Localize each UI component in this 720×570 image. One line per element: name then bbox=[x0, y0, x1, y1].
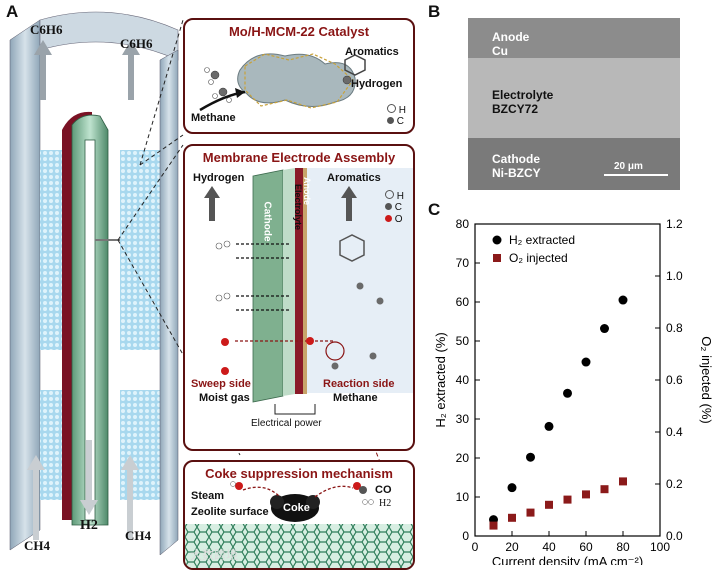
mea-hydrogen: Hydrogen bbox=[193, 172, 245, 184]
label-ch4-left: CH4 bbox=[24, 538, 50, 553]
catalyst-legend-h: H bbox=[387, 104, 406, 116]
point-h2-extracted bbox=[526, 452, 535, 462]
sem-scale-bar bbox=[604, 174, 668, 176]
catalyst-hydrogen: Hydrogen bbox=[351, 78, 403, 90]
watermark: 大数跨境 bbox=[190, 548, 239, 562]
point-h2-extracted bbox=[507, 483, 517, 493]
y-left-tick-label: 10 bbox=[456, 490, 470, 504]
point-h2-extracted bbox=[600, 324, 609, 334]
coke-illustration bbox=[185, 481, 413, 568]
point-o2-injected bbox=[489, 521, 498, 530]
y-right-axis-label: O₂ injected (%) bbox=[699, 336, 714, 423]
mea-aromatics: Aromatics bbox=[327, 172, 381, 184]
mea-legend-c: C bbox=[385, 202, 402, 213]
x-tick-label: 80 bbox=[616, 540, 630, 554]
mea-anode-label: Anode bbox=[302, 177, 312, 205]
panel-label-a: A bbox=[6, 2, 19, 21]
coke-zeolite: Zeolite surface bbox=[191, 506, 269, 518]
point-o2-injected bbox=[563, 495, 572, 504]
y-right-tick-label: 0.4 bbox=[666, 425, 683, 439]
legend-marker-h2 bbox=[492, 235, 502, 245]
mea-electrical-power: Electrical power bbox=[251, 418, 322, 429]
panel-label-c: C bbox=[428, 200, 441, 219]
y-left-tick-label: 70 bbox=[456, 256, 470, 270]
sem-cathode-layer bbox=[468, 138, 680, 190]
point-o2-injected bbox=[600, 485, 609, 494]
x-tick-label: 0 bbox=[472, 540, 479, 554]
legend-label: H₂ extracted bbox=[509, 233, 575, 247]
label-c6h6-left: C6H6 bbox=[30, 22, 63, 37]
y-left-axis-label: H₂ extracted (%) bbox=[433, 332, 448, 427]
sem-anode-layer bbox=[468, 18, 680, 58]
x-tick-label: 40 bbox=[542, 540, 556, 554]
y-left-tick-label: 30 bbox=[456, 412, 470, 426]
coke-steam: Steam bbox=[191, 490, 225, 502]
point-o2-injected bbox=[545, 500, 553, 509]
point-h2-extracted bbox=[581, 357, 591, 367]
coke-label: Coke bbox=[283, 502, 310, 514]
mea-sweep-side: Sweep side bbox=[191, 378, 251, 390]
mea-cathode-label: Cathode bbox=[261, 201, 273, 242]
zeolite-cage-illustration bbox=[199, 53, 366, 112]
catalyst-methane: Methane bbox=[191, 112, 236, 124]
mea-box: Membrane Electrode Assembly Hydrogen Aro… bbox=[183, 144, 415, 451]
point-o2-injected bbox=[582, 490, 590, 499]
label-ch4-right: CH4 bbox=[125, 528, 151, 543]
y-left-tick-label: 40 bbox=[456, 373, 470, 387]
label-h2-center: H2 bbox=[80, 518, 98, 533]
legend-label: O₂ injected bbox=[509, 251, 568, 265]
point-o2-injected bbox=[508, 513, 516, 522]
mea-legend-o: O bbox=[385, 214, 403, 225]
coke-h2: H2 bbox=[379, 498, 392, 509]
legend-marker-o2 bbox=[493, 254, 501, 262]
y-left-tick-label: 0 bbox=[462, 529, 469, 543]
y-left-tick-label: 50 bbox=[456, 334, 470, 348]
y-right-tick-label: 1.0 bbox=[666, 269, 683, 283]
catalyst-title: Mo/H-MCM-22 Catalyst bbox=[228, 24, 370, 39]
point-h2-extracted bbox=[563, 388, 572, 398]
point-o2-injected bbox=[619, 477, 627, 486]
y-right-tick-label: 0.0 bbox=[666, 529, 683, 543]
mea-legend-h: H bbox=[385, 190, 404, 202]
sem-electrolyte-layer bbox=[468, 58, 680, 138]
catalyst-box: Mo/H-MCM-22 Catalyst Aromatics Hydrogen … bbox=[183, 18, 415, 134]
x-tick-label: 100 bbox=[650, 540, 670, 554]
y-left-tick-label: 80 bbox=[456, 217, 470, 231]
point-o2-injected bbox=[526, 508, 535, 517]
y-right-tick-label: 0.8 bbox=[666, 321, 683, 335]
catalyst-legend-c: C bbox=[387, 116, 404, 127]
catalyst-aromatics: Aromatics bbox=[345, 46, 399, 58]
coke-title: Coke suppression mechanism bbox=[205, 466, 393, 481]
y-left-tick-label: 20 bbox=[456, 451, 470, 465]
point-h2-extracted bbox=[618, 295, 628, 305]
mea-title: Membrane Electrode Assembly bbox=[202, 150, 396, 165]
coke-box: Coke suppression mechanism Steam CO H2 Z… bbox=[183, 460, 415, 570]
point-h2-extracted bbox=[544, 421, 554, 431]
mea-illustration bbox=[204, 168, 413, 415]
y-right-tick-label: 0.2 bbox=[666, 477, 683, 491]
mea-moist-gas: Moist gas bbox=[199, 392, 250, 404]
label-c6h6-right: C6H6 bbox=[120, 36, 153, 51]
panel-label-b: B bbox=[428, 2, 441, 21]
y-right-tick-label: 1.2 bbox=[666, 217, 683, 231]
x-tick-label: 20 bbox=[505, 540, 519, 554]
chart-svg: 0 20 40 60 80 100 0 10 20 30 40 50 60 70 80 0.0 0.2 0.4 0.… bbox=[433, 217, 714, 565]
coke-co: CO bbox=[375, 484, 392, 496]
plot-frame bbox=[474, 223, 661, 537]
y-right-tick-label: 0.6 bbox=[666, 373, 683, 387]
x-axis-label: Current density (mA cm⁻²) bbox=[492, 554, 643, 565]
mea-methane: Methane bbox=[333, 392, 378, 404]
x-tick-label: 60 bbox=[579, 540, 593, 554]
y-left-tick-label: 60 bbox=[456, 295, 470, 309]
sem-scale-label: 20 μm bbox=[614, 161, 643, 172]
mea-reaction-side: Reaction side bbox=[323, 378, 395, 390]
tube-reactor-illustration bbox=[9, 11, 179, 556]
